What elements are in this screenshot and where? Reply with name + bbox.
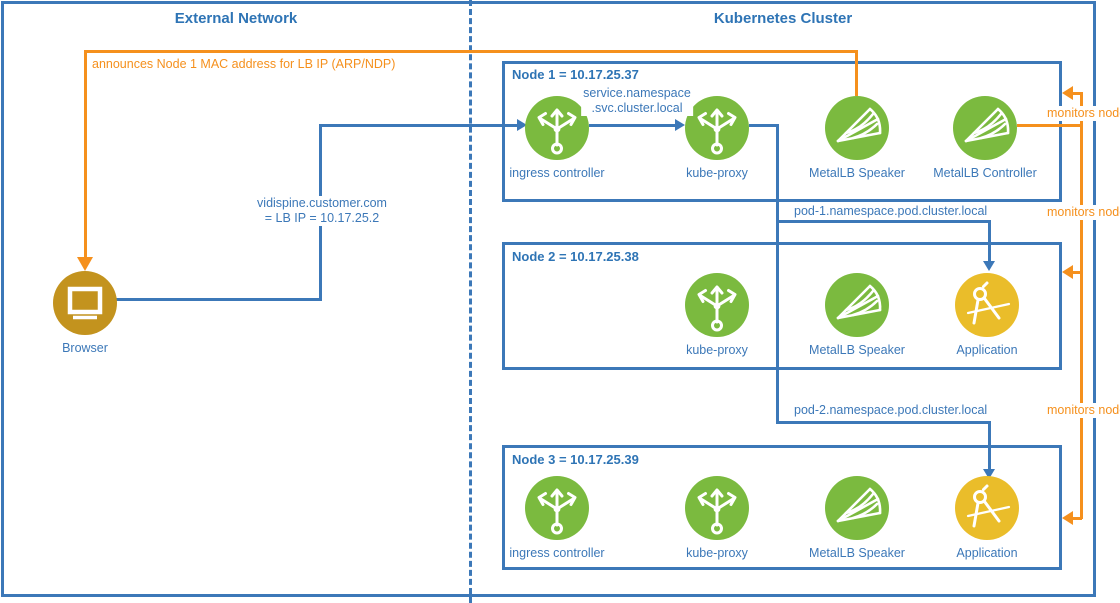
edge-pod-trunk-v (776, 124, 779, 424)
kubernetes-cluster-title: Kubernetes Cluster (710, 10, 856, 27)
edge-kubeproxy-stub (749, 124, 779, 127)
node1-metallb-speaker-label: MetalLB Speaker (806, 166, 908, 180)
pod2-dns-label: pod-2.namespace.pod.cluster.local (792, 403, 990, 418)
arrowhead-into-ingress (517, 119, 527, 131)
metallb-icon (825, 273, 889, 337)
arrowhead-into-node2-application (983, 261, 995, 271)
compass-icon (955, 476, 1019, 540)
trident-icon (525, 476, 589, 540)
node3-ingress-controller: ingress controller (506, 476, 608, 560)
vidispine-label: vidispine.customer.com = LB IP = 10.17.2… (255, 196, 389, 226)
trident-icon (685, 476, 749, 540)
node3-metallb-speaker: MetalLB Speaker (806, 476, 908, 560)
node3-box (502, 445, 1062, 570)
node2-application: Application (953, 273, 1021, 357)
node1-kube-proxy-label: kube-proxy (683, 166, 751, 180)
node3-application-label: Application (953, 546, 1021, 560)
node3-kube-proxy: kube-proxy (683, 476, 751, 560)
pod1-dns-label: pod-1.namespace.pod.cluster.local (792, 204, 990, 219)
browser: Browser (53, 271, 117, 355)
metallb-icon (825, 476, 889, 540)
monitors-node3-label: monitors node (1045, 403, 1120, 418)
vidispine-label-line1: vidispine.customer.com (257, 196, 387, 210)
node1-ingress-controller: ingress controller (506, 96, 608, 180)
edge-monitors-branch3 (1072, 517, 1082, 520)
metallb-icon (953, 96, 1017, 160)
node3-ingress-controller-label: ingress controller (506, 546, 608, 560)
vidispine-label-line2: = LB IP = 10.17.25.2 (264, 211, 380, 225)
edge-pod2-line-v (988, 421, 991, 469)
browser-label: Browser (59, 341, 111, 355)
edge-browser-line-h (113, 298, 321, 301)
trident-icon (685, 273, 749, 337)
service-dns-label-line2: .svc.cluster.local (591, 101, 683, 115)
monitors-node2-label: monitors node (1045, 205, 1120, 220)
edge-announces-line-v-speaker (855, 50, 858, 96)
node2-kube-proxy-label: kube-proxy (683, 343, 751, 357)
node1-kube-proxy: kube-proxy (683, 96, 751, 180)
external-network-title: External Network (171, 10, 301, 27)
compass-icon (955, 273, 1019, 337)
edge-service-line (589, 124, 675, 127)
edge-monitors-branch2 (1072, 271, 1082, 274)
arrowhead-into-node3-application (983, 469, 995, 479)
diagram-outer-border (1, 1, 1096, 597)
node1-metallb-controller-label: MetalLB Controller (930, 166, 1040, 180)
trident-icon (685, 96, 749, 160)
edge-monitors-trunk-v (1080, 92, 1083, 519)
arrowhead-into-node1 (1062, 86, 1073, 100)
edge-monitors-line-h (1017, 124, 1083, 127)
arrowhead-into-node3 (1062, 511, 1073, 525)
browser-monitor-icon (53, 271, 117, 335)
monitors-node1-label: monitors node (1045, 106, 1120, 121)
edge-pod1-line-h (776, 220, 991, 223)
node2-metallb-speaker-label: MetalLB Speaker (806, 343, 908, 357)
node2-metallb-speaker: MetalLB Speaker (806, 273, 908, 357)
node2-box (502, 242, 1062, 370)
network-boundary-dashed-line (469, 0, 472, 603)
arrowhead-into-node2 (1062, 265, 1073, 279)
edge-announces-line-h (84, 50, 858, 53)
node2-application-label: Application (953, 343, 1021, 357)
metallb-icon (825, 96, 889, 160)
node1-ingress-controller-label: ingress controller (506, 166, 608, 180)
edge-pod2-line-h (776, 421, 991, 424)
node2-title: Node 2 = 10.17.25.38 (510, 249, 641, 264)
service-dns-label-line1: service.namespace (583, 86, 691, 100)
trident-icon (525, 96, 589, 160)
node2-kube-proxy: kube-proxy (683, 273, 751, 357)
node3-kube-proxy-label: kube-proxy (683, 546, 751, 560)
node1-metallb-speaker: MetalLB Speaker (806, 96, 908, 180)
announces-label: announces Node 1 MAC address for LB IP (… (90, 57, 398, 72)
edge-pod1-line-v (988, 220, 991, 261)
edge-browser-to-ingress-line (319, 124, 517, 127)
node3-title: Node 3 = 10.17.25.39 (510, 452, 641, 467)
node3-application: Application (953, 476, 1021, 560)
node1-title: Node 1 = 10.17.25.37 (510, 67, 641, 82)
node1-metallb-controller: MetalLB Controller (930, 96, 1040, 180)
edge-monitors-branch1 (1072, 92, 1082, 95)
node1-box (502, 61, 1062, 202)
edge-announces-line-v-browser (84, 50, 87, 258)
node3-metallb-speaker-label: MetalLB Speaker (806, 546, 908, 560)
service-dns-label: service.namespace .svc.cluster.local (581, 86, 693, 116)
arrowhead-into-browser (77, 257, 93, 271)
arrowhead-into-kubeproxy (675, 119, 685, 131)
